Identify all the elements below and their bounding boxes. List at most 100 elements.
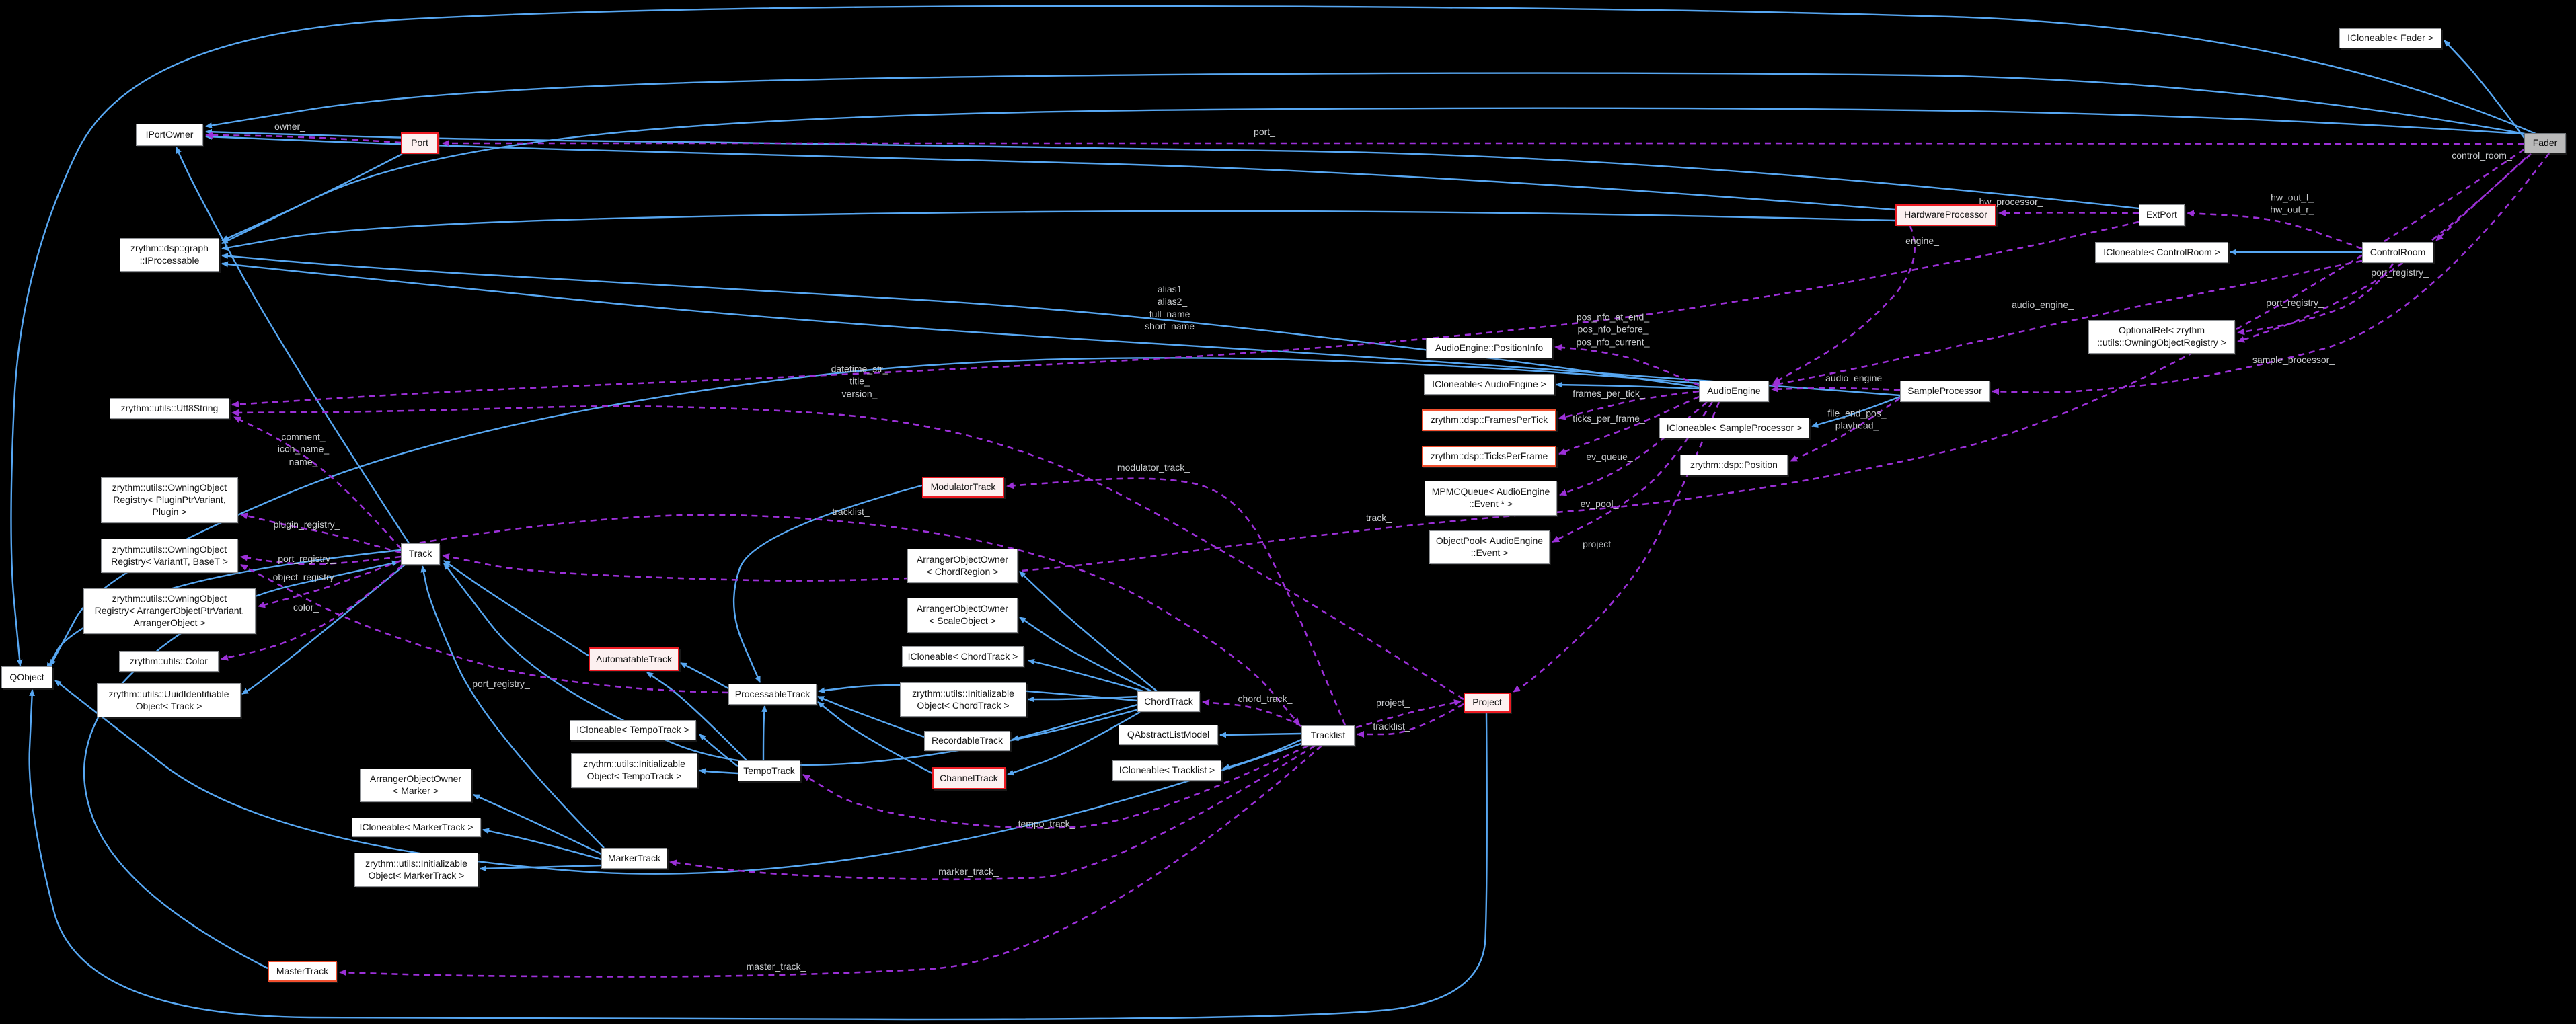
node-label: Registry< PluginPtrVariant, [113,494,226,506]
edge-label-port_registry: port_registry_ [2371,266,2429,278]
node-icloneable-fader[interactable]: ICloneable< Fader > [2339,28,2441,48]
node-label: < Marker > [393,785,439,796]
node-chordtrack[interactable]: ChordTrack [1137,691,1200,712]
node-iprocessable[interactable]: zrythm::dsp::graph::IProcessable [120,238,219,272]
edge-label-line: sample_processor_ [2252,354,2335,365]
node-objectpool[interactable]: ObjectPool< AudioEngine::Event > [1429,530,1550,564]
node-optionalref[interactable]: OptionalRef< zrythm::utils::OwningObject… [2088,320,2235,354]
node-automatabletrack[interactable]: AutomatableTrack [589,647,679,671]
edge-u-audioengine-sp [1771,385,1901,393]
node-ticksperframe[interactable]: zrythm::dsp::TicksPerFrame [1422,446,1556,467]
node-icloneable-chordtrack[interactable]: ICloneable< ChordTrack > [902,646,1024,667]
node-icloneable-markertrack[interactable]: ICloneable< MarkerTrack > [352,818,481,837]
edge-label-owner: owner_ [274,120,305,132]
node-label: ICloneable< ChordTrack > [907,650,1018,662]
edge-u-project-tl [1355,699,1462,729]
edge-label-line: control_room_ [2452,149,2512,161]
edge-u-mastertrack [339,745,1322,978]
node-label: Project [1472,697,1502,708]
node-tracklist[interactable]: Tracklist [1301,725,1355,746]
edge-label-line: port_registry_ [278,553,336,564]
edge-label-line: pos_nfo_at_end_ [1576,311,1650,323]
node-label: < ChordRegion > [926,565,999,577]
node-qobject[interactable]: QObject [1,666,52,688]
node-icloneable-tracklist[interactable]: ICloneable< Tracklist > [1112,760,1221,781]
node-label: zrythm::utils::OwningObject [112,593,227,604]
node-arrobj-scaleobject[interactable]: ArrangerObjectOwner< ScaleObject > [907,598,1018,633]
edge-chord-arrobjscale [1019,617,1152,693]
node-label: ::Event * > [1469,498,1513,509]
edge-label-line: audio_engine_ [1825,372,1887,383]
edge-tempo-processable [761,705,767,761]
edge-label-line: ev_pool_ [1580,498,1619,509]
node-project[interactable]: Project [1464,693,1511,713]
node-modulatortrack[interactable]: ModulatorTrack [922,477,1004,498]
edge-label-line: audio_engine_ [2012,299,2074,310]
node-hardwareprocessor[interactable]: HardwareProcessor [1895,204,1996,226]
node-positioninfo[interactable]: AudioEngine::PositionInfo [1426,338,1552,358]
edge-label-line: playhead_ [1835,420,1879,431]
edge-label-line: alias2_ [1157,296,1188,307]
node-mastertrack[interactable]: MasterTrack [268,961,337,982]
node-iportowner[interactable]: IPortOwner [136,124,203,146]
edge-label-line: master_track_ [746,960,806,972]
edge-label-datetime_str: datetime_str_title_version_ [831,362,888,399]
node-icloneable-tempotrack[interactable]: ICloneable< TempoTrack > [570,720,696,740]
node-utf8string[interactable]: zrythm::utils::Utf8String [110,398,229,419]
node-icloneable-audioengine[interactable]: ICloneable< AudioEngine > [1424,374,1554,395]
node-color[interactable]: zrythm::utils::Color [119,651,219,672]
edge-label-port_registry: port_registry_ [472,678,530,690]
node-port[interactable]: Port [401,132,439,154]
edge-label-line: track_ [1365,512,1392,523]
node-label: ::Event > [1470,547,1509,558]
edge-u-tracklist-long [408,514,1300,725]
node-markertrack[interactable]: MarkerTrack [601,848,667,869]
node-arrobj-marker[interactable]: ArrangerObjectOwner< Marker > [360,769,471,802]
edge-label-tempo_track: tempo_track_ [1018,818,1075,830]
node-framespertick[interactable]: zrythm::dsp::FramesPerTick [1422,409,1556,431]
node-qabstractlistmodel[interactable]: QAbstractListModel [1119,725,1218,745]
node-label: ICloneable< AudioEngine > [1432,378,1546,389]
edge-label-file_end_pos: file_end_pos_playhead_ [1827,407,1886,432]
node-label: QObject [9,671,44,682]
node-label: zrythm::utils::Initializable [912,687,1014,699]
node-arrobj-chordregion[interactable]: ArrangerObjectOwner< ChordRegion > [907,549,1018,583]
node-audioengine[interactable]: AudioEngine [1699,381,1769,402]
node-controlroom[interactable]: ControlRoom [2362,242,2433,263]
node-mpmcqueue[interactable]: MPMCQueue< AudioEngine::Event * > [1425,481,1557,516]
edge-u-objectregistry [258,559,402,608]
node-sampleprocessor[interactable]: SampleProcessor [1900,381,1990,402]
edge-u-ticksperframe [1558,395,1700,455]
edge-label-line: file_end_pos_ [1827,407,1887,419]
edge-label-line: pos_nfo_current_ [1576,336,1650,348]
node-label: MPMCQueue< AudioEngine [1431,486,1550,498]
node-icloneable-sampleprocessor[interactable]: ICloneable< SampleProcessor > [1659,418,1809,438]
node-position[interactable]: zrythm::dsp::Position [1680,455,1788,475]
node-channeltrack[interactable]: ChannelTrack [932,767,1006,789]
node-track[interactable]: Track [401,543,440,565]
edge-label-hw_out_l: hw_out_l_hw_out_r_ [2270,192,2314,216]
edge-label-project: project_ [1376,697,1410,709]
node-label: AudioEngine [1707,385,1761,397]
node-label: ICloneable< ControlRoom > [2103,246,2220,258]
edge-u-datetime [231,405,1464,701]
edge-label-port_registry: port_registry_ [278,553,336,565]
edge-track-iportowner [175,147,410,544]
edge-label-line: port_registry_ [2371,266,2429,278]
node-extport[interactable]: ExtPort [2139,204,2185,226]
node-tempotrack[interactable]: TempoTrack [738,760,800,781]
edge-label-ev_pool: ev_pool_ [1581,498,1619,510]
node-recordabletrack[interactable]: RecordableTrack [924,731,1010,751]
node-processabletrack[interactable]: ProcessableTrack [728,684,817,705]
node-icloneable-controlroom[interactable]: ICloneable< ControlRoom > [2095,242,2228,263]
node-fader[interactable]: Fader [2524,133,2566,153]
node-label: QAbstractListModel [1127,729,1210,740]
edge-label-line: tempo_track_ [1018,818,1075,829]
